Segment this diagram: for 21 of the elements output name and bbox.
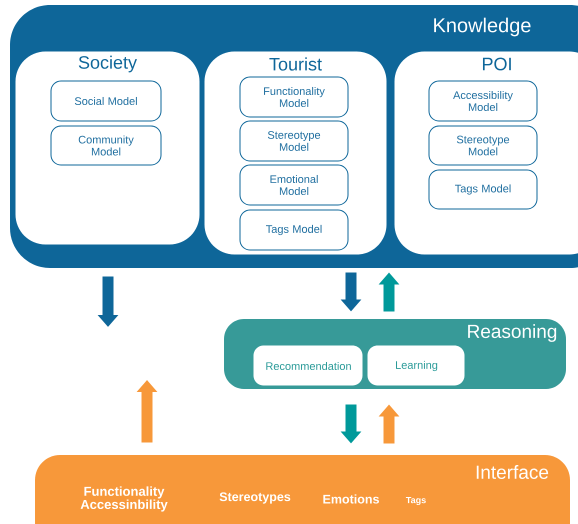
module-label: Learning: [396, 360, 438, 372]
panel-title: Interface: [476, 465, 548, 479]
interface-item: Stereotypes: [220, 492, 290, 504]
model-label: Social Model: [74, 96, 137, 106]
interface-item: Emotions: [323, 494, 379, 504]
model-label: Stereotype Model: [456, 136, 510, 156]
model-label: Functionality Model: [264, 86, 325, 108]
panel-title: Tourist: [269, 57, 322, 71]
interface-item: Functionality Accessinbility: [80, 486, 168, 512]
model-label: Community Model: [78, 135, 134, 156]
model-label: Stereotype Model: [268, 131, 320, 151]
panel-title: Reasoning: [468, 324, 556, 342]
model-label: Accessibility Model: [453, 90, 513, 112]
module-label: Recommendation: [266, 362, 351, 370]
panel-title: POI: [482, 58, 511, 70]
model-label: Emotional Model: [270, 174, 318, 196]
band-title: Knowledge: [434, 18, 531, 36]
panel-title: Society: [78, 56, 137, 72]
model-label: Tags Model: [455, 184, 511, 195]
model-label: Tags Model: [266, 224, 322, 236]
interface-item: Tags: [406, 496, 426, 506]
